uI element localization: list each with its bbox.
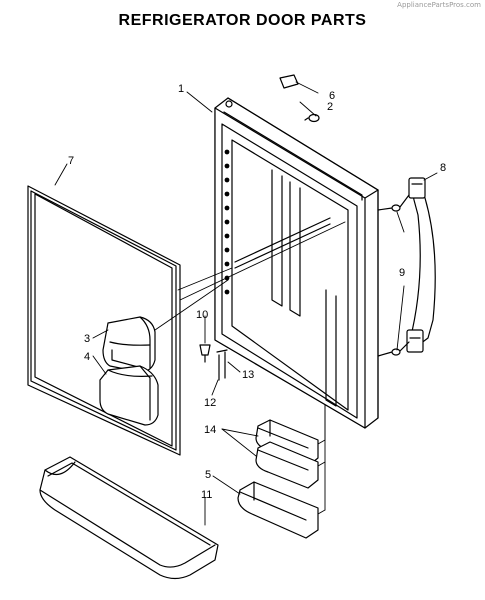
callout-12: 12 xyxy=(204,397,216,409)
label-part xyxy=(279,74,299,89)
door-stop xyxy=(304,113,320,123)
handle-screws xyxy=(377,194,410,357)
callout-leaders xyxy=(54,81,438,526)
callout-8: 8 xyxy=(440,162,446,174)
callout-labels: 1 6 2 7 8 9 3 4 10 13 12 14 5 11 xyxy=(68,83,446,501)
callout-9: 9 xyxy=(399,267,405,279)
door-liner xyxy=(214,97,379,429)
door-cam xyxy=(199,344,211,363)
dairy-compartment xyxy=(99,365,159,426)
door-bin-small-lower xyxy=(255,441,319,489)
callout-10: 10 xyxy=(196,309,208,321)
watermark: AppliancePartsPros.com xyxy=(397,1,481,9)
dairy-door xyxy=(102,316,156,373)
callout-14: 14 xyxy=(204,424,216,436)
callout-6: 6 xyxy=(329,90,335,102)
callout-3: 3 xyxy=(84,333,90,345)
callout-11: 11 xyxy=(201,489,212,501)
callout-7: 7 xyxy=(68,155,74,167)
shelf-retainer-holes xyxy=(224,149,230,295)
callout-2: 2 xyxy=(327,101,333,113)
callout-4: 4 xyxy=(84,351,90,363)
door-bin-medium xyxy=(237,481,319,539)
callout-13: 13 xyxy=(242,369,254,381)
callout-1: 1 xyxy=(178,83,184,95)
page-title: REFRIGERATOR DOOR PARTS xyxy=(118,12,367,29)
hinge-screw xyxy=(216,349,228,381)
door-handle xyxy=(406,177,436,353)
callout-5: 5 xyxy=(205,469,211,481)
door-bin-large xyxy=(39,456,219,580)
assembly-leader-lines xyxy=(154,221,346,515)
